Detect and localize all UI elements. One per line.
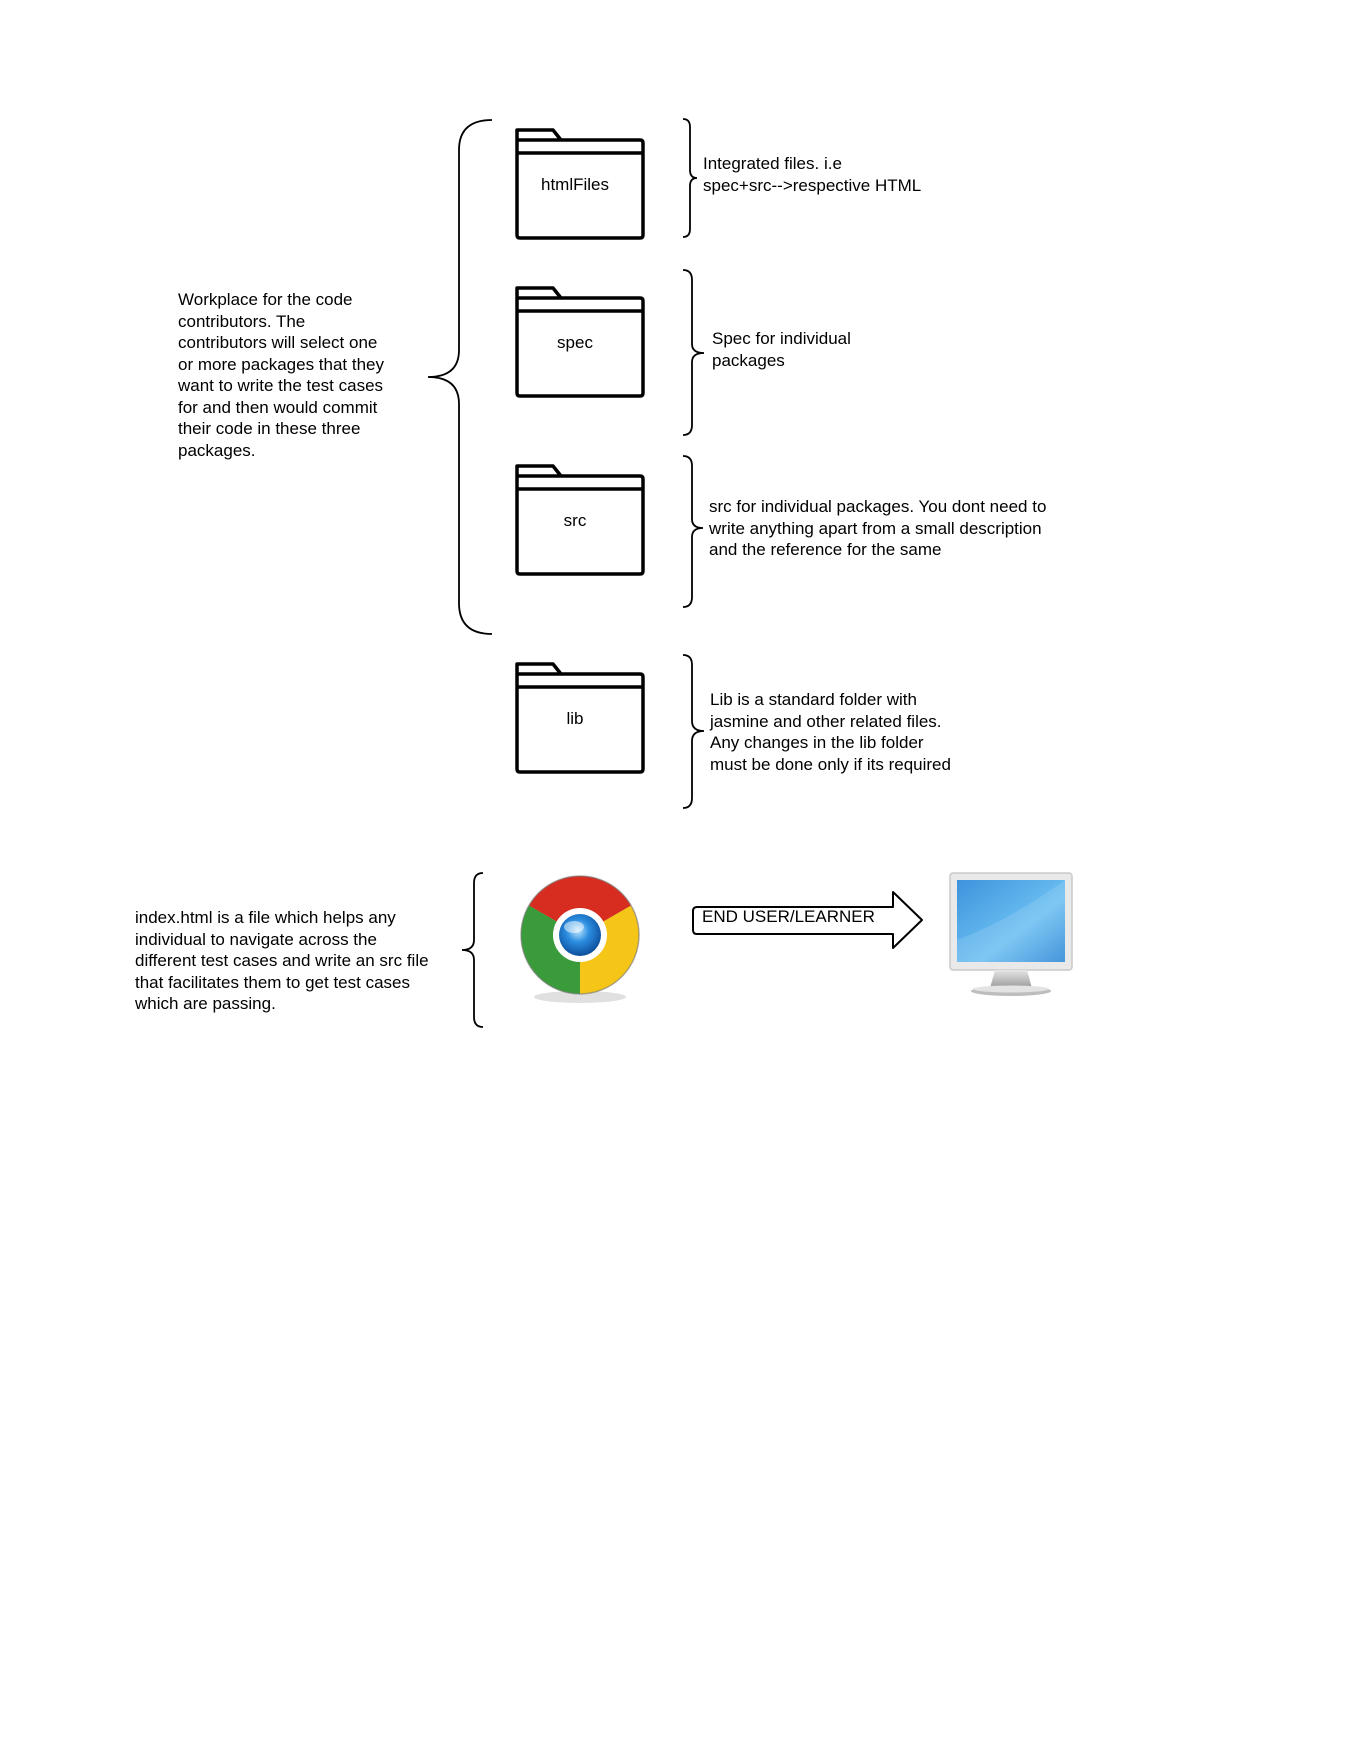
index-brace [461, 872, 484, 1028]
folder-label-lib: lib [566, 709, 584, 728]
folder-icon-spec [515, 286, 645, 398]
htmlFiles-brace [682, 118, 698, 238]
chrome-browser-icon [520, 875, 640, 1003]
folder-label-src: src [563, 511, 587, 530]
lib-description: Lib is a standard folder with jasmine an… [710, 690, 951, 774]
htmlFiles-description: Integrated files. i.e spec+src-->respect… [703, 154, 922, 195]
index-note: index.html is a file which helps any ind… [135, 908, 429, 1013]
arrow-label: END USER/LEARNER [702, 907, 875, 926]
end-user-arrow [692, 891, 923, 949]
spec-description: Spec for individual packages [712, 329, 851, 370]
src-brace [682, 455, 704, 608]
workplace-brace [427, 119, 493, 635]
spec-brace [682, 269, 705, 436]
workplace-note: Workplace for the code contributors. The… [178, 290, 385, 460]
folder-icon-src [515, 464, 645, 576]
desktop-monitor-icon [949, 872, 1073, 996]
src-description: src for individual packages. You dont ne… [709, 497, 1047, 559]
folder-label-spec: spec [557, 333, 593, 352]
folder-label-htmlFiles: htmlFiles [540, 175, 609, 194]
folder-icon-htmlFiles [515, 128, 645, 240]
lib-brace [682, 654, 705, 809]
folder-icon-lib [515, 662, 645, 774]
